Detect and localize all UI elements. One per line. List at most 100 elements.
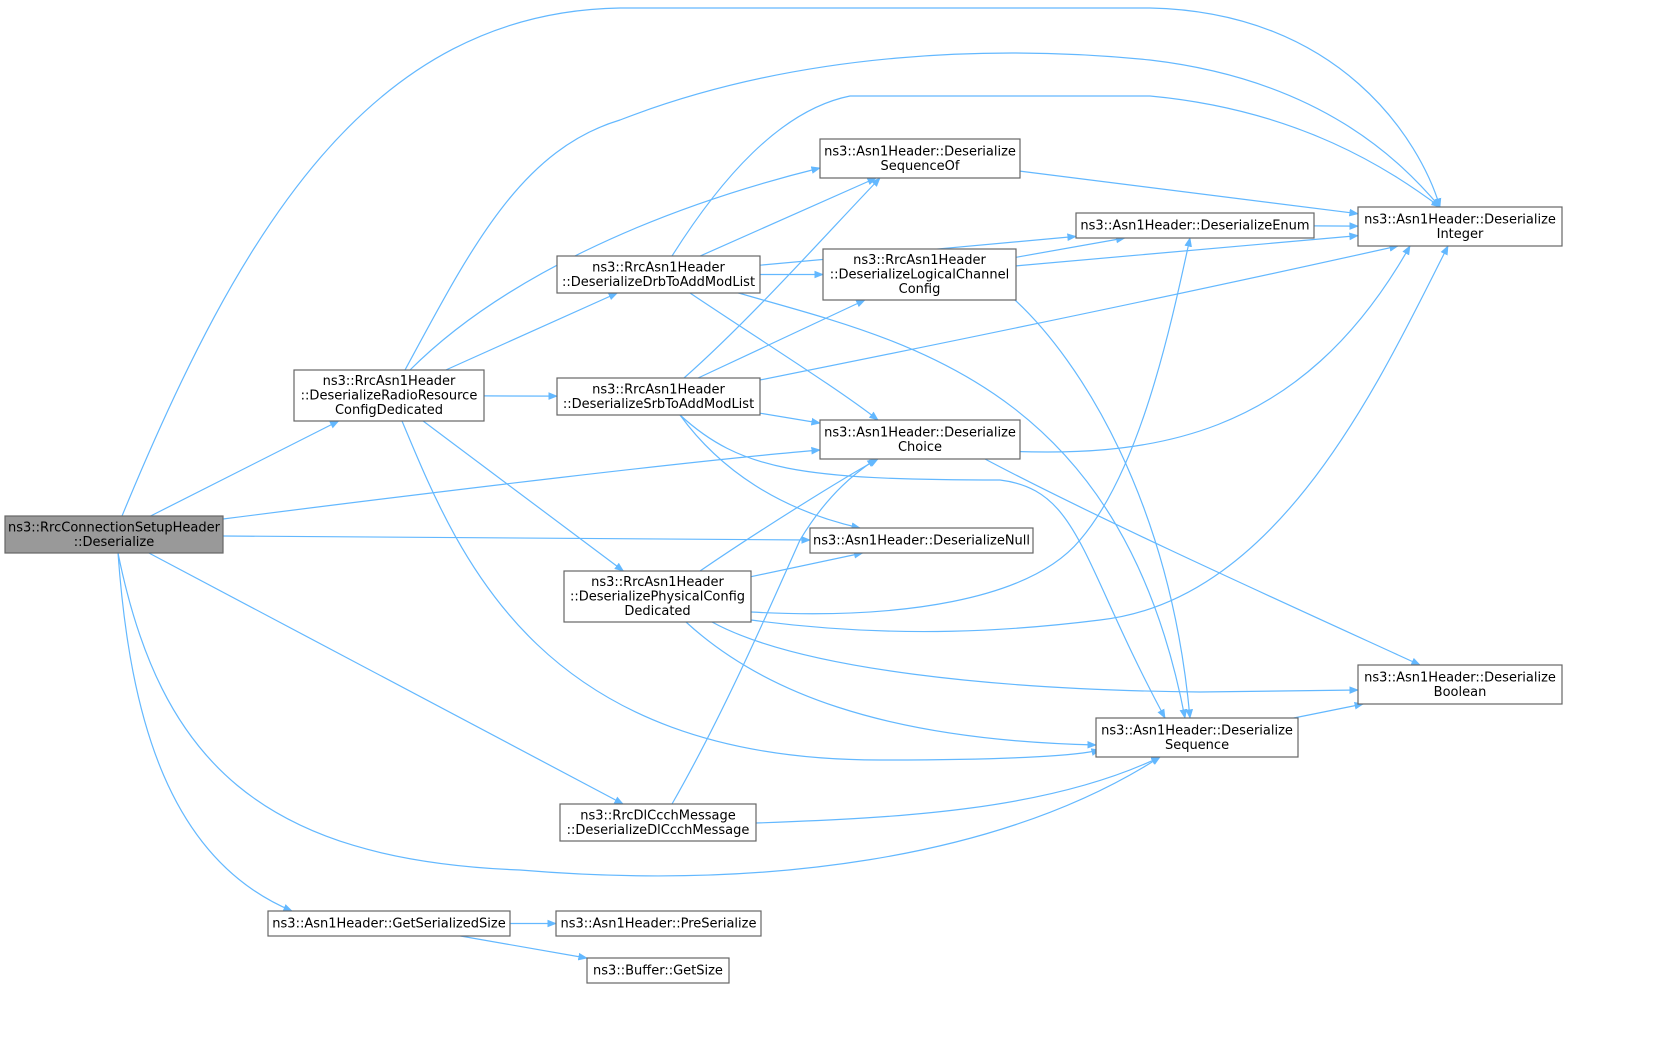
node-dlccch[interactable]: ns3::RrcDlCcchMessage::DeserializeDlCcch… bbox=[559, 803, 757, 842]
node-label-line: ns3::Asn1Header::DeserializeEnum bbox=[1080, 219, 1309, 234]
edge-phys-to-integer bbox=[750, 245, 1449, 633]
edge-drb-to-seq bbox=[734, 291, 1188, 719]
edge-radio-to-drb bbox=[445, 292, 619, 371]
node-label-line: ::DeserializeLogicalChannel bbox=[830, 268, 1009, 283]
node-box bbox=[819, 138, 1021, 179]
edge-logch-to-seq bbox=[1014, 299, 1194, 719]
node-box bbox=[1357, 664, 1563, 705]
node-getsize[interactable]: ns3::Asn1Header::GetSerializedSize bbox=[267, 910, 511, 937]
node-label-line: ns3::RrcAsn1Header bbox=[592, 260, 725, 275]
node-label-line: Choice bbox=[898, 440, 942, 455]
edge-phys-to-null bbox=[750, 551, 864, 578]
edge-logch-to-integer bbox=[1015, 232, 1359, 267]
node-box bbox=[822, 248, 1017, 301]
node-box bbox=[563, 570, 752, 623]
node-label-line: ns3::RrcDlCcchMessage bbox=[580, 808, 736, 823]
node-phys[interactable]: ns3::RrcAsn1Header::DeserializePhysicalC… bbox=[563, 570, 752, 623]
edge-logch-to-enum bbox=[1015, 235, 1126, 258]
edge-srb-to-seqof bbox=[683, 177, 881, 379]
edge-srb-to-seq bbox=[679, 414, 1166, 719]
node-box bbox=[586, 957, 730, 984]
node-label-line: ns3::RrcAsn1Header bbox=[323, 374, 456, 389]
edge-radio-to-seq bbox=[401, 420, 1101, 761]
edge-srb-to-null bbox=[679, 414, 861, 530]
edge-seqof-to-integer bbox=[1019, 170, 1359, 217]
node-srb[interactable]: ns3::RrcAsn1Header::DeserializeSrbToAddM… bbox=[556, 377, 761, 416]
node-label-line: ns3::RrcConnectionSetupHeader bbox=[8, 520, 221, 535]
node-root[interactable]: ns3::RrcConnectionSetupHeader::Deseriali… bbox=[4, 515, 224, 554]
node-drb[interactable]: ns3::RrcAsn1Header::DeserializeDrbToAddM… bbox=[556, 255, 761, 294]
node-label-line: ::DeserializeRadioResource bbox=[301, 389, 478, 404]
node-box bbox=[556, 377, 761, 416]
edge-root-to-dlccch bbox=[148, 552, 624, 805]
node-label-line: SequenceOf bbox=[881, 159, 960, 174]
edge-choice-to-boolean bbox=[984, 458, 1421, 666]
edge-srb-to-integer bbox=[759, 244, 1399, 381]
edge-phys-to-enum bbox=[750, 237, 1192, 615]
edge-choice-to-integer bbox=[984, 245, 1411, 453]
node-box bbox=[293, 369, 485, 422]
edge-seq-to-boolean bbox=[1293, 701, 1365, 719]
edge-drb-to-seqof bbox=[699, 177, 877, 257]
edge-radio-to-integer bbox=[404, 52, 1441, 371]
node-label-line: Config bbox=[899, 282, 941, 297]
node-label-line: ::DeserializeDlCcchMessage bbox=[567, 823, 750, 838]
node-preser[interactable]: ns3::Asn1Header::PreSerialize bbox=[555, 910, 762, 937]
node-label-line: ::DeserializeDrbToAddModList bbox=[562, 275, 755, 290]
edge-dlccch-to-choice bbox=[671, 458, 877, 805]
node-radio[interactable]: ns3::RrcAsn1Header::DeserializeRadioReso… bbox=[293, 369, 485, 422]
edge-srb-to-logch bbox=[697, 299, 866, 379]
edge-radio-to-phys bbox=[422, 420, 625, 572]
node-label-line: ns3::Asn1Header::DeserializeNull bbox=[813, 534, 1030, 549]
node-label-line: Sequence bbox=[1165, 738, 1229, 753]
node-box bbox=[1357, 206, 1563, 247]
edge-root-to-radio bbox=[150, 420, 340, 517]
node-label-line: ::DeserializePhysicalConfig bbox=[570, 590, 745, 605]
node-label-line: ns3::RrcAsn1Header bbox=[853, 253, 986, 268]
node-label-line: ns3::Asn1Header::Deserialize bbox=[824, 144, 1016, 159]
node-box bbox=[1095, 717, 1299, 758]
node-label-line: Boolean bbox=[1434, 685, 1487, 700]
node-label-line: ns3::Asn1Header::Deserialize bbox=[1101, 723, 1293, 738]
edge-drb-to-integer bbox=[671, 95, 1441, 257]
edge-radio-to-seqof bbox=[409, 166, 821, 371]
node-label-line: ::Deserialize bbox=[74, 535, 155, 550]
node-box bbox=[555, 910, 762, 937]
edge-phys-to-boolean bbox=[711, 621, 1359, 694]
node-label-line: ns3::Asn1Header::GetSerializedSize bbox=[272, 917, 505, 932]
node-null[interactable]: ns3::Asn1Header::DeserializeNull bbox=[809, 527, 1034, 554]
node-label-line: ns3::Asn1Header::Deserialize bbox=[1364, 212, 1556, 227]
edge-root-to-integer bbox=[121, 7, 1442, 517]
node-box bbox=[819, 419, 1021, 460]
edge-getsize-to-bufsize bbox=[460, 935, 588, 961]
node-label-line: ::DeserializeSrbToAddModList bbox=[563, 397, 754, 412]
edge-root-to-getsize bbox=[117, 552, 293, 912]
node-label-line: Dedicated bbox=[624, 604, 690, 619]
node-enum[interactable]: ns3::Asn1Header::DeserializeEnum bbox=[1075, 212, 1315, 239]
edge-drb-to-choice bbox=[689, 292, 879, 421]
node-box bbox=[559, 803, 757, 842]
edge-root-to-choice bbox=[222, 446, 821, 520]
node-box bbox=[1075, 212, 1315, 239]
node-label-line: ns3::Buffer::GetSize bbox=[593, 964, 723, 979]
node-bufsize[interactable]: ns3::Buffer::GetSize bbox=[586, 957, 730, 984]
edge-phys-to-choice bbox=[699, 458, 879, 572]
node-layer: ns3::RrcConnectionSetupHeader::Deseriali… bbox=[4, 138, 1563, 984]
node-label-line: ns3::RrcAsn1Header bbox=[592, 382, 725, 397]
node-logch[interactable]: ns3::RrcAsn1Header::DeserializeLogicalCh… bbox=[822, 248, 1017, 301]
node-box bbox=[4, 515, 224, 554]
node-box bbox=[267, 910, 511, 937]
edge-dlccch-to-seq bbox=[755, 756, 1161, 824]
node-label-line: ns3::RrcAsn1Header bbox=[591, 575, 724, 590]
edge-root-to-null bbox=[222, 535, 811, 544]
node-box bbox=[809, 527, 1034, 554]
node-label-line: ConfigDedicated bbox=[335, 403, 443, 418]
node-label-line: ns3::Asn1Header::PreSerialize bbox=[561, 917, 757, 932]
edge-layer bbox=[117, 7, 1449, 961]
